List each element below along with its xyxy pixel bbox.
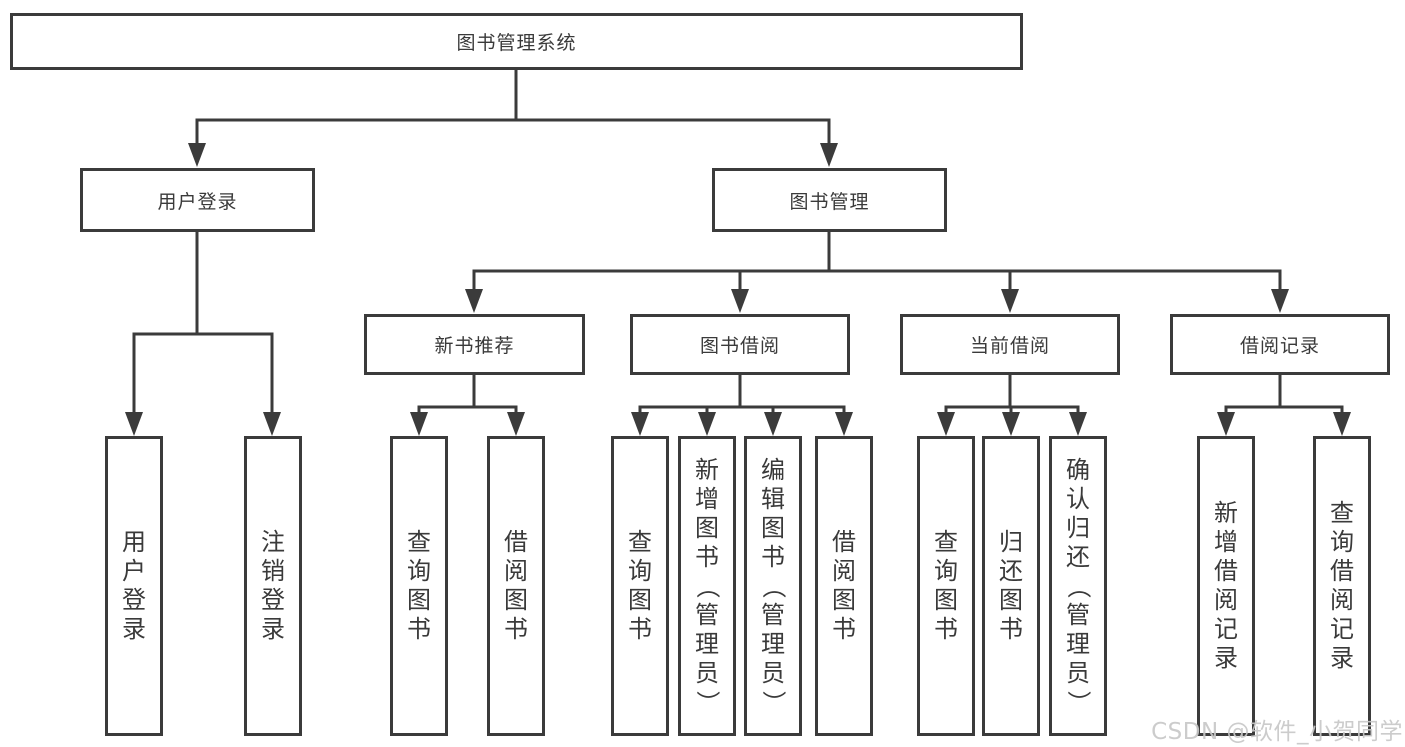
node-new-book-recommend: 新书推荐	[364, 314, 585, 375]
arrowheads-borrowrecord	[1217, 412, 1351, 436]
node-borrow-books: 借阅图书	[815, 436, 873, 736]
node-confirm-return-admin: 确认归还（管理员）	[1049, 436, 1107, 736]
arrowheads-bookborrow	[631, 412, 853, 436]
connector-newbook-children	[417, 373, 518, 420]
connector-userlogin-children	[132, 230, 274, 420]
node-user-login-group: 用户登录	[80, 168, 315, 232]
node-newbook-query-books: 查询图书	[390, 436, 448, 736]
arrowheads-newbook	[410, 412, 525, 436]
node-current-query-books: 查询图书	[917, 436, 975, 736]
node-library-system-root: 图书管理系统	[10, 13, 1023, 70]
node-return-books: 归还图书	[982, 436, 1040, 736]
node-add-borrow-record: 新增借阅记录	[1197, 436, 1255, 736]
node-borrow-record: 借阅记录	[1170, 314, 1390, 375]
connector-bookborrow-children	[638, 373, 846, 420]
node-current-borrow: 当前借阅	[900, 314, 1120, 375]
connector-borrowrecord-children	[1224, 373, 1344, 420]
arrowheads-level2	[188, 143, 838, 167]
connector-bookmgmt-level3	[472, 230, 1282, 297]
csdn-watermark: CSDN @软件_小贺同学	[1151, 719, 1403, 745]
node-newbook-borrow-books: 借阅图书	[487, 436, 545, 736]
node-borrow-query-books: 查询图书	[611, 436, 669, 736]
node-add-books-admin: 新增图书（管理员）	[678, 436, 736, 736]
node-logout: 注销登录	[244, 436, 302, 736]
connector-root-to-level2	[195, 68, 831, 151]
node-edit-books-admin: 编辑图书（管理员）	[744, 436, 802, 736]
node-query-borrow-record: 查询借阅记录	[1313, 436, 1371, 736]
node-user-login: 用户登录	[105, 436, 163, 736]
connector-currentborrow-children	[944, 373, 1080, 420]
node-book-borrow: 图书借阅	[630, 314, 850, 375]
arrowheads-userlogin	[125, 412, 281, 436]
arrowheads-level3	[465, 289, 1289, 313]
arrowheads-currentborrow	[937, 412, 1087, 436]
node-book-management: 图书管理	[712, 168, 947, 232]
